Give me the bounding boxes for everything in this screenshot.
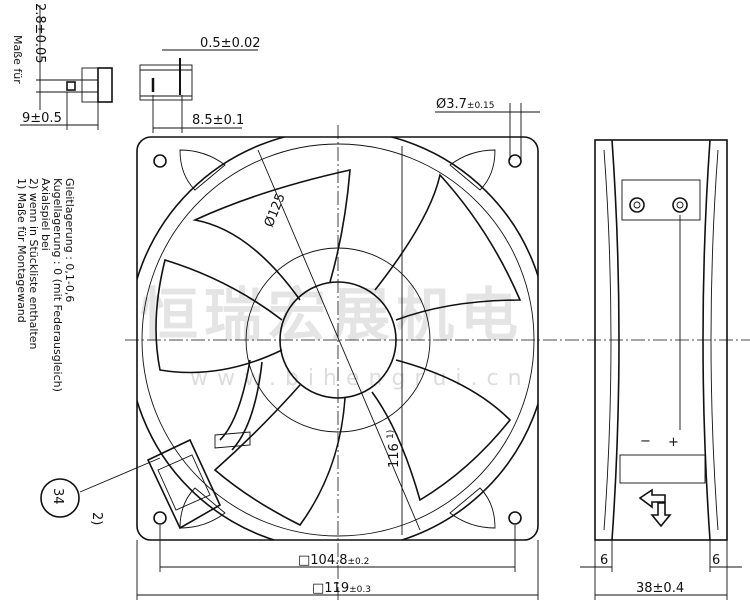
rotation-arrow-icon (650, 502, 672, 528)
airflow-arrow-icon (638, 488, 666, 509)
connector-housing (146, 438, 222, 530)
note-line: Kugellagerung : 0 (mit Federausgleich) (51, 178, 64, 392)
dim-terminal-thickness: 2.8±0.05 (32, 3, 47, 64)
fan-blades (155, 168, 522, 527)
dim-terminal-width: 0.5±0.02 (200, 36, 261, 51)
item-note: 2) (89, 512, 104, 525)
note-line: 2) wenn in Stückliste enthalten (27, 178, 40, 350)
dim-cutout: 116 1) (386, 430, 402, 468)
dim-terminal-length: 9±0.5 (22, 111, 62, 126)
dim-hole-diameter: Ø3.7±0.15 (436, 97, 495, 112)
mounting-hole (508, 511, 522, 525)
dim-frame-size: □119±0.3 (312, 581, 371, 596)
note-line: Gleitlagerung : 0,1-0,6 (63, 178, 76, 302)
dim-terminal-offset: 8.5±0.1 (192, 113, 244, 128)
mounting-hole (508, 154, 522, 168)
watermark: 恒瑞宏展机电 www.bihengrui.cn (140, 281, 531, 391)
notes-header-text: Maße für (11, 35, 24, 84)
dim-circle-diameter: Ø125 (262, 191, 289, 229)
watermark-url: www.bihengrui.cn (190, 366, 531, 391)
notes-block: 1) Maße für Montagewand 2) wenn in Stück… (15, 178, 76, 392)
note-line: 1) Maße für Montagewand (15, 178, 28, 323)
dim-depth: 38±0.4 (636, 581, 684, 596)
dim-flange-left: 6 (600, 553, 608, 568)
item-number: 34 (50, 488, 65, 505)
dim-hole-spacing: □104.8±0.2 (298, 553, 369, 568)
notes-header: Maße für (11, 35, 24, 84)
dim-flange-right: 6 (712, 553, 720, 568)
polarity-minus: − (640, 434, 651, 449)
watermark-brand: 恒瑞宏展机电 (140, 281, 524, 349)
note-line: Axialspiel bei (39, 178, 52, 251)
mounting-hole (153, 154, 167, 168)
item-callout (40, 478, 80, 518)
fan-side-view: − + 6 6 38±0.4 (580, 139, 742, 600)
terminal-detail: 2.8±0.05 9±0.5 0.5±0.02 8.5±0.1 (20, 3, 261, 133)
polarity-plus: + (668, 435, 679, 450)
mounting-hole (153, 511, 167, 525)
